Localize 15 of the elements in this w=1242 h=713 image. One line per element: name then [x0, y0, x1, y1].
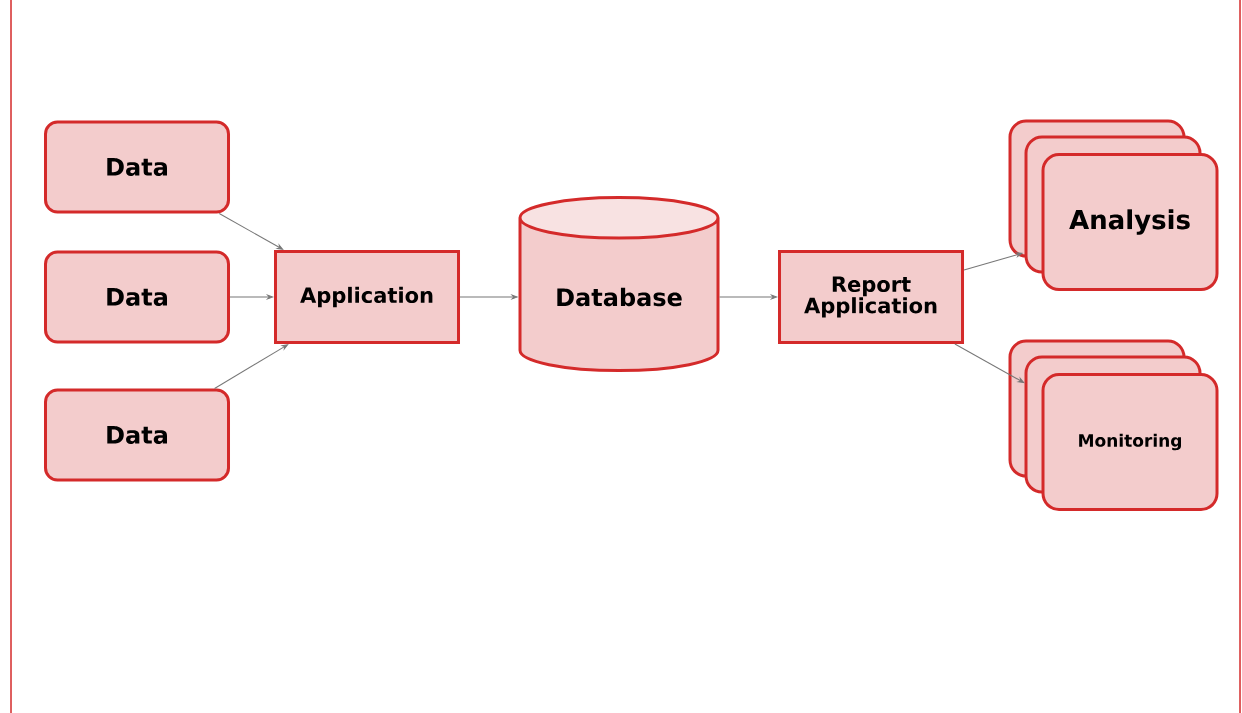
process-box: Application [274, 250, 460, 344]
stacked-cards: Analysis [1008, 119, 1219, 291]
data-box: Data [44, 120, 230, 214]
arrow [459, 294, 518, 300]
arrow [954, 343, 1025, 383]
stacked-cards: Monitoring [1008, 339, 1219, 511]
arrow [229, 294, 274, 300]
data-box: Data [44, 388, 230, 482]
arrow [214, 344, 289, 389]
arrow [963, 252, 1023, 271]
database-cylinder: Database [518, 196, 720, 373]
data-box: Data [44, 250, 230, 344]
process-box: Report Application [778, 250, 964, 344]
arrow [218, 213, 284, 250]
arrow [719, 294, 778, 300]
